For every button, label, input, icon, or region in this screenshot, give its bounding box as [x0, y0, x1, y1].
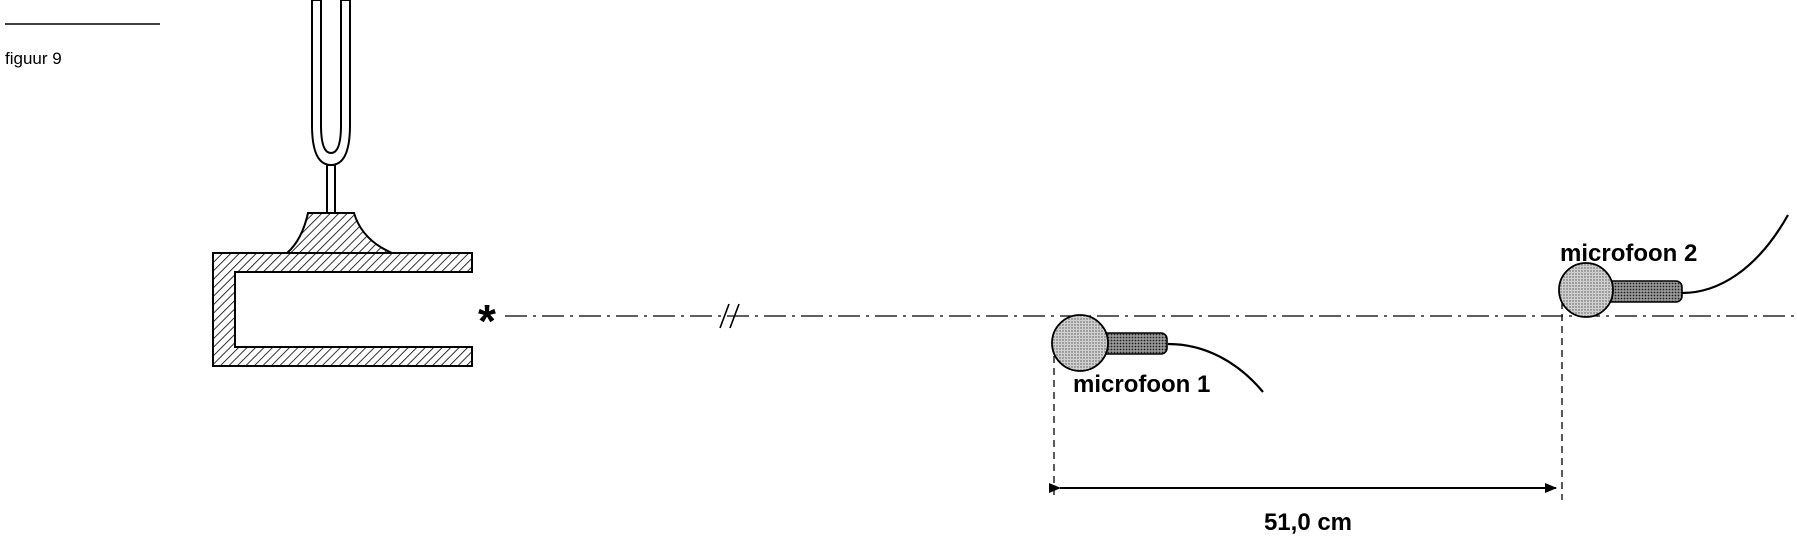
source-marker: * [478, 295, 496, 347]
distance-label: 51,0 cm [1264, 509, 1352, 536]
resonance-box [212, 252, 473, 367]
microphone-2-label: microfoon 2 [1560, 240, 1697, 267]
microphone-1 [1051, 314, 1264, 393]
axis-break-mark [719, 303, 740, 329]
fork-mount [284, 212, 393, 254]
microphone-2 [1558, 214, 1789, 318]
tuning-fork [311, 0, 351, 214]
figure-label: figuur 9 [5, 49, 62, 68]
microphone-1-label: microfoon 1 [1073, 371, 1210, 398]
